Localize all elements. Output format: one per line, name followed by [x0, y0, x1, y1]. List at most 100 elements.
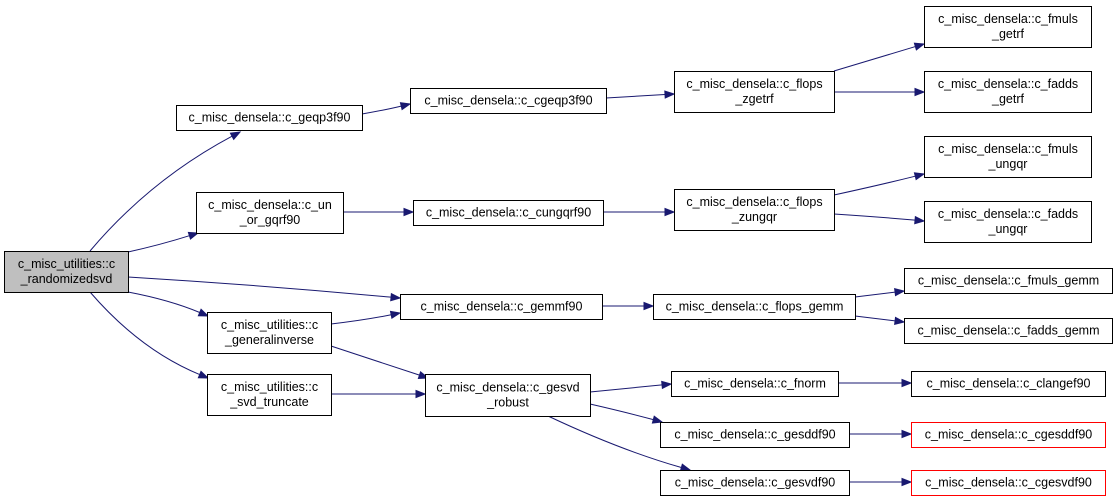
arrowhead	[894, 287, 906, 297]
arrowhead	[661, 380, 673, 390]
node-label: c_misc_densela::c_flops	[686, 195, 822, 209]
node-label: _svd_truncate	[229, 395, 309, 409]
node-label: c_misc_densela::c_fnorm	[684, 377, 826, 391]
node-cgesvdf90[interactable]: c_misc_densela::c_cgesvdf90	[911, 470, 1106, 496]
node-generalinverse[interactable]: c_misc_utilities::c_generalinverse	[207, 312, 332, 354]
arrowhead	[913, 42, 926, 51]
node-box	[924, 136, 1092, 178]
node-label: c_misc_densela::c_gesvdf90	[675, 476, 836, 490]
node-label: c_misc_densela::c_flops_gemm	[666, 300, 844, 314]
node-fmuls_ungqr[interactable]: c_misc_densela::c_fmuls_ungqr	[924, 136, 1092, 178]
node-label: _or_gqrf90	[239, 213, 301, 227]
edge-line	[89, 135, 233, 252]
node-box	[911, 371, 1106, 397]
arrowhead	[197, 370, 210, 379]
node-flops_zungqr[interactable]: c_misc_densela::c_flops_zungqr	[674, 189, 835, 231]
node-geqp3f90[interactable]: c_misc_densela::c_geqp3f90	[176, 105, 363, 131]
node-label: c_misc_densela::c_gesddf90	[674, 428, 835, 442]
edge-gesvd_robust-to-gesddf90	[589, 403, 664, 424]
edge-line	[833, 46, 916, 72]
edge-line	[127, 235, 190, 253]
arrowhead	[901, 429, 913, 439]
node-box	[207, 374, 332, 416]
node-label: c_misc_densela::c_fadds_gemm	[917, 324, 1099, 338]
node-box	[400, 294, 603, 320]
edges-layer	[89, 42, 926, 487]
node-cgesddf90[interactable]: c_misc_densela::c_cgesddf90	[911, 422, 1106, 448]
edge-gesddf90-to-cgesddf90	[849, 429, 913, 439]
node-clangef90[interactable]: c_misc_densela::c_clangef90	[911, 371, 1106, 397]
node-fadds_gemm[interactable]: c_misc_densela::c_fadds_gemm	[904, 318, 1113, 344]
node-fmuls_getrf[interactable]: c_misc_densela::c_fmuls_getrf	[924, 6, 1092, 48]
node-gesvdf90[interactable]: c_misc_densela::c_gesvdf90	[660, 470, 850, 496]
edge-line	[833, 213, 916, 221]
node-label: _robust	[486, 396, 529, 410]
arrowhead	[389, 310, 402, 320]
node-label: c_misc_densela::c_fadds	[938, 207, 1078, 221]
node-label: c_misc_utilities::c	[18, 257, 115, 271]
node-label: c_misc_densela::c_cgeqp3f90	[424, 94, 592, 108]
node-label: c_misc_densela::c_cgesddf90	[925, 428, 1093, 442]
node-label: c_misc_densela::c_gemmf90	[421, 300, 583, 314]
edge-line	[854, 291, 896, 298]
node-label: c_misc_densela::c_geqp3f90	[189, 111, 351, 125]
arrowhead	[399, 102, 412, 111]
node-randomizedsvd[interactable]: c_misc_utilities::c_randomizedsvd	[4, 251, 129, 293]
node-un_or_gqrf90[interactable]: c_misc_densela::c_un_or_gqrf90	[196, 192, 344, 234]
edge-randomizedsvd-to-generalinverse	[127, 291, 210, 317]
node-flops_zgetrf[interactable]: c_misc_densela::c_flops_zgetrf	[674, 71, 835, 113]
node-box	[410, 88, 607, 114]
node-label: c_misc_densela::c_gesvd	[436, 381, 579, 395]
node-label: _ungqr	[988, 157, 1028, 171]
edge-line	[127, 291, 200, 313]
node-fnorm[interactable]: c_misc_densela::c_fnorm	[671, 371, 839, 397]
edge-flops_zgetrf-to-fadds_getrf	[834, 87, 926, 97]
node-svd_truncate[interactable]: c_misc_utilities::c_svd_truncate	[207, 374, 332, 416]
node-box	[674, 189, 835, 231]
node-box	[671, 371, 839, 397]
arrowhead	[664, 207, 676, 217]
edge-line	[361, 105, 402, 115]
edge-line	[605, 94, 666, 99]
node-box	[425, 374, 591, 417]
arrowhead	[403, 207, 415, 217]
edge-un_or_gqrf90-to-cungqrf90	[343, 207, 415, 217]
node-fadds_getrf[interactable]: c_misc_densela::c_fadds_getrf	[924, 71, 1092, 113]
arrowhead	[187, 231, 200, 240]
node-cungqrf90[interactable]: c_misc_densela::c_cungqrf90	[413, 200, 604, 226]
node-cgeqp3f90[interactable]: c_misc_densela::c_cgeqp3f90	[410, 88, 607, 114]
arrowhead	[197, 308, 210, 317]
node-label: _generalinverse	[224, 333, 314, 347]
node-label: c_misc_utilities::c	[221, 318, 318, 332]
node-label: c_misc_densela::c_flops	[686, 77, 822, 91]
node-label: _ungqr	[988, 222, 1028, 236]
node-label: c_misc_densela::c_un	[208, 198, 332, 212]
edge-flops_gemm-to-fmuls_gemm	[854, 287, 906, 298]
arrowhead	[679, 463, 692, 472]
node-box	[911, 422, 1106, 448]
node-label: _getrf	[991, 27, 1024, 41]
node-gesddf90[interactable]: c_misc_densela::c_gesddf90	[660, 422, 850, 448]
edge-flops_zungqr-to-fmuls_ungqr	[833, 172, 926, 196]
node-flops_gemm[interactable]: c_misc_densela::c_flops_gemm	[653, 294, 856, 320]
edge-randomizedsvd-to-svd_truncate	[89, 291, 210, 379]
node-gemmf90[interactable]: c_misc_densela::c_gemmf90	[400, 294, 603, 320]
node-box	[674, 71, 835, 113]
arrowhead	[390, 292, 402, 302]
node-label: c_misc_densela::c_fadds	[938, 77, 1078, 91]
node-gesvd_robust[interactable]: c_misc_densela::c_gesvd_robust	[425, 374, 591, 417]
edge-randomizedsvd-to-un_or_gqrf90	[127, 231, 200, 253]
edge-line	[854, 315, 896, 322]
node-box	[413, 200, 604, 226]
edge-gesvd_robust-to-gesvdf90	[547, 415, 692, 472]
node-label: _zungqr	[731, 210, 777, 224]
edge-flops_gemm-to-fadds_gemm	[854, 315, 906, 326]
node-box	[196, 192, 344, 234]
edge-cungqrf90-to-flops_zungqr	[603, 207, 676, 217]
node-fmuls_gemm[interactable]: c_misc_densela::c_fmuls_gemm	[904, 268, 1113, 294]
node-box	[660, 422, 850, 448]
arrowhead	[913, 172, 926, 181]
node-fadds_ungqr[interactable]: c_misc_densela::c_fadds_ungqr	[924, 201, 1092, 243]
node-label: c_misc_densela::c_fmuls	[938, 142, 1078, 156]
